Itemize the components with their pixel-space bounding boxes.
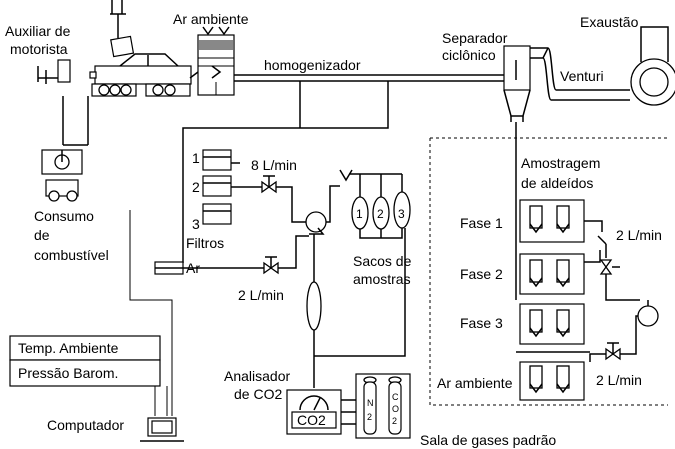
impinger-phase-1 bbox=[519, 199, 585, 243]
venturi-duct bbox=[530, 47, 630, 101]
co2-cyl-label-2: O bbox=[392, 404, 399, 414]
sample-bags-icon bbox=[314, 169, 411, 357]
computer-label: Computador bbox=[47, 417, 124, 433]
flow-2b-label: 2 L/min bbox=[616, 227, 662, 243]
temp-label: Temp. Ambiente bbox=[18, 340, 119, 356]
ambient-air-branch bbox=[154, 235, 309, 275]
filter-holder-3 bbox=[202, 203, 232, 225]
sample-bags-label-1: Sacos de bbox=[353, 253, 412, 269]
co2-cyl-label-3: 2 bbox=[392, 416, 397, 426]
filter-holder-1 bbox=[202, 149, 240, 171]
dynamometer-icon bbox=[91, 83, 191, 97]
fuel-label-2: de bbox=[34, 227, 50, 243]
phase-2-label: Fase 2 bbox=[460, 266, 503, 282]
cyclone-label-1: Separador bbox=[442, 30, 508, 46]
driver-aid-label-1: Auxiliar de bbox=[5, 23, 71, 39]
cyclone-separator-icon bbox=[503, 45, 531, 122]
air-label: Ar bbox=[186, 260, 200, 276]
pressure-box bbox=[9, 359, 161, 387]
impinger-phase-3 bbox=[519, 303, 585, 345]
gas-room-label: Sala de gases padrão bbox=[420, 432, 556, 448]
analyzer-label-2: de CO2 bbox=[234, 386, 282, 402]
driver-aid-icon bbox=[37, 59, 71, 84]
bag-num-3: 3 bbox=[398, 207, 405, 221]
homogenizer-label: homogenizador bbox=[264, 57, 361, 73]
driver-monitor-icon bbox=[110, 0, 135, 58]
bag-num-1: 1 bbox=[356, 207, 363, 221]
temp-box bbox=[9, 335, 161, 361]
aldehyde-valve-network bbox=[516, 220, 659, 362]
driver-aid-label-2: motorista bbox=[10, 41, 68, 57]
gas-cylinders-icon bbox=[355, 373, 411, 439]
pressure-label: Pressão Barom. bbox=[18, 365, 118, 381]
flow-2c-label: 2 L/min bbox=[596, 372, 642, 388]
car-icon bbox=[89, 53, 192, 85]
flow-8-label: 8 L/min bbox=[251, 157, 297, 173]
fuel-scale-icon bbox=[41, 96, 89, 202]
impinger-phase-2 bbox=[519, 253, 585, 295]
filter-num-1: 1 bbox=[192, 150, 200, 166]
dilution-tunnel bbox=[234, 74, 504, 82]
bag-num-2: 2 bbox=[377, 207, 384, 221]
analyzer-label-1: Analisador bbox=[224, 368, 290, 384]
ambient-air-top-label: Ar ambiente bbox=[173, 11, 249, 27]
valve-8lpm-icon bbox=[240, 175, 306, 223]
computer-icon bbox=[140, 417, 184, 442]
aldehyde-enclosure bbox=[429, 122, 668, 406]
exhaust-label: Exaustão bbox=[580, 14, 639, 30]
co2-cyl-label-1: C bbox=[392, 392, 399, 402]
dilution-air-filter-icon bbox=[189, 26, 235, 96]
fuel-label-3: combustível bbox=[34, 247, 109, 263]
exhaust-blower-icon bbox=[630, 26, 675, 106]
sampling-probe-line bbox=[182, 81, 389, 150]
phase-1-label: Fase 1 bbox=[460, 215, 503, 231]
fuel-label-1: Consumo bbox=[34, 208, 94, 224]
ambient-air-bottom-label: Ar ambiente bbox=[437, 375, 513, 391]
data-lines bbox=[129, 210, 173, 416]
aldehyde-label-1: Amostragem bbox=[521, 155, 600, 171]
co2-box-label: CO2 bbox=[297, 412, 326, 428]
filter-num-2: 2 bbox=[192, 179, 200, 195]
sample-pump-icon bbox=[305, 185, 340, 235]
cyclone-label-2: ciclônico bbox=[442, 47, 496, 63]
phase-3-label: Fase 3 bbox=[460, 315, 503, 331]
impinger-ambient bbox=[519, 361, 585, 401]
n2-cyl-label-1: N bbox=[367, 398, 374, 408]
venturi-label: Venturi bbox=[560, 68, 604, 84]
filter-holder-2 bbox=[202, 175, 240, 197]
flow-2a-label: 2 L/min bbox=[238, 287, 284, 303]
n2-cyl-label-2: 2 bbox=[367, 412, 372, 422]
filter-num-3: 3 bbox=[192, 216, 200, 232]
ambient-sample-bag-icon bbox=[306, 234, 322, 388]
aldehyde-label-2: de aldeídos bbox=[521, 175, 593, 191]
filters-label: Filtros bbox=[186, 235, 224, 251]
co2-analyzer-icon bbox=[286, 389, 362, 435]
sample-bags-label-2: amostras bbox=[353, 271, 411, 287]
